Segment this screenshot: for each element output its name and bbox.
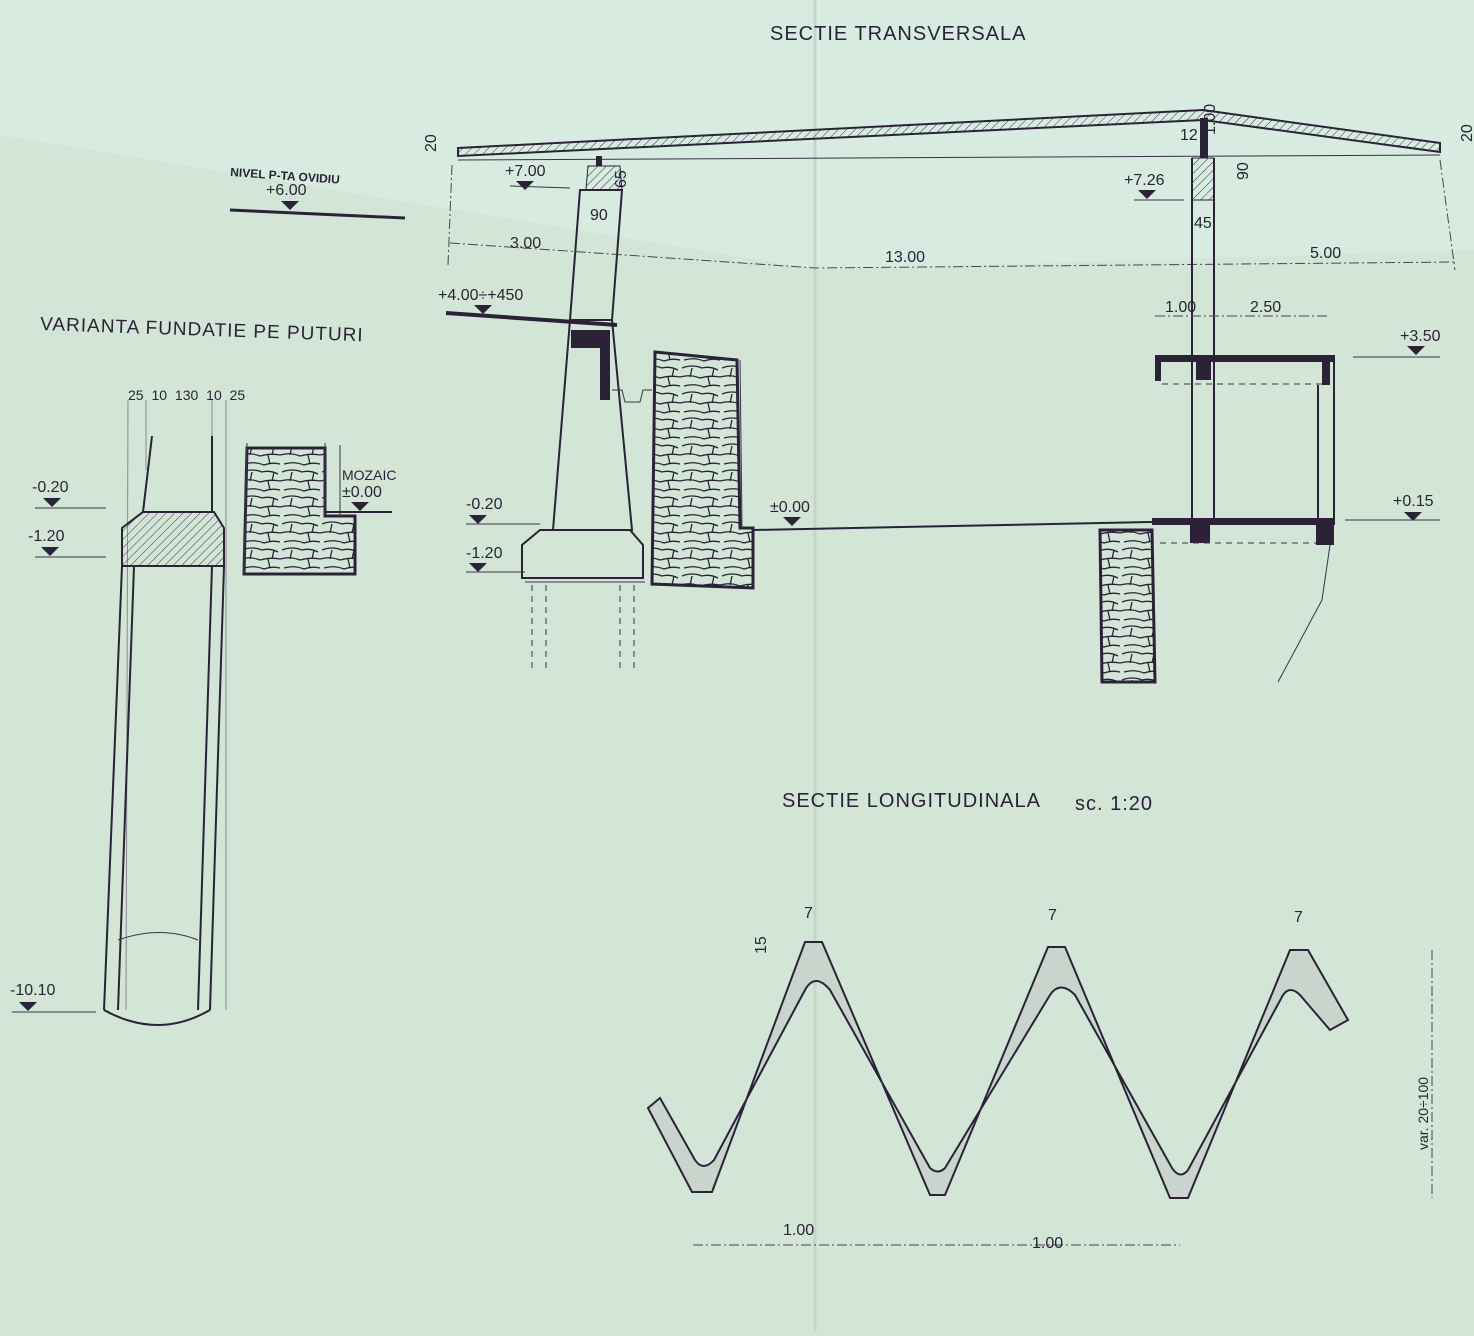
pile-foundation-variant: VARIANTA FUNDATIE PE PUTURI 25 10 130 10… <box>10 314 396 1026</box>
dim-13-00: 13.00 <box>885 249 925 266</box>
dim-variable-height: var. 20÷100 <box>1415 1077 1431 1150</box>
dim-7-c: 7 <box>1294 909 1303 926</box>
dim-3-00: 3.00 <box>510 235 541 252</box>
balcony-level: +4.00÷+450 <box>438 287 523 304</box>
floor-slab-lower <box>1152 518 1335 525</box>
longitudinal-title: SECTIE LONGITUDINALA <box>782 790 1041 812</box>
dim-slab-right: 20 <box>1459 124 1474 142</box>
dim-15: 15 <box>753 936 770 954</box>
level-marker-icon <box>281 201 299 210</box>
dim-5-00: 5.00 <box>1310 245 1341 262</box>
right-stone-wall <box>1098 528 1157 684</box>
left-level-minus-020: -0.20 <box>466 496 503 513</box>
dim-1-00-vertical: 1.00 <box>1202 104 1219 135</box>
pile-cap <box>121 511 225 567</box>
transverse-section: SECTIE TRANSVERSALA 20 20 NIVEL P-TA OVI… <box>229 23 1474 684</box>
left-roof-level: +7.00 <box>505 163 546 180</box>
roof-underside-line <box>457 154 1441 161</box>
transverse-title: SECTIE TRANSVERSALA <box>770 23 1026 45</box>
dim-45: 45 <box>1194 215 1212 232</box>
balcony-slab <box>445 311 618 327</box>
corrugated-shell-profile <box>646 941 1350 1199</box>
scale-label: sc. 1:20 <box>1075 793 1153 815</box>
dim-12: 12 <box>1180 127 1198 144</box>
pile-shaft <box>103 565 225 1011</box>
pile-top-dimensions: 25 10 130 10 25 <box>128 387 245 403</box>
mosaic-label: MOZAIC <box>342 467 396 483</box>
pile-variant-title: VARIANTA FUNDATIE PE PUTURI <box>40 314 364 346</box>
dim-2-50: 2.50 <box>1250 299 1281 316</box>
mosaic-level: ±0.00 <box>342 484 382 501</box>
right-column <box>1191 158 1215 520</box>
piles-dashed <box>531 585 635 668</box>
ground-level: ±0.00 <box>770 499 810 516</box>
stone-retaining-wall <box>650 350 755 590</box>
dim-slab-left: 20 <box>423 134 440 152</box>
dim-65: 65 <box>613 170 630 188</box>
pile-level-bottom: -10.10 <box>10 982 55 999</box>
roof-slab <box>457 108 1441 158</box>
dim-7-a: 7 <box>804 905 813 922</box>
dim-1-00-horizontal: 1.00 <box>1165 299 1196 316</box>
ground-line <box>752 521 1153 531</box>
square-level-line <box>229 208 406 220</box>
right-floor-level: +3.50 <box>1400 328 1441 345</box>
floor-slab-upper <box>1155 355 1335 362</box>
dim-1-00-b: 1.00 <box>1032 1235 1063 1252</box>
pile-level-minus-120: -1.20 <box>28 528 65 545</box>
dim-1-00-a: 1.00 <box>783 1222 814 1239</box>
square-level: +6.00 <box>266 182 307 199</box>
dim-90-right: 90 <box>1235 162 1252 180</box>
dim-90-left: 90 <box>590 207 608 224</box>
column-connector <box>596 156 602 166</box>
dim-7-b: 7 <box>1048 907 1057 924</box>
left-footing <box>521 529 644 579</box>
pile-level-minus-020: -0.20 <box>32 479 69 496</box>
left-level-minus-120: -1.20 <box>466 545 503 562</box>
right-roof-level: +7.26 <box>1124 172 1165 189</box>
dimension-line <box>449 242 1456 269</box>
left-column-base <box>551 319 634 531</box>
right-base-level: +0.15 <box>1393 493 1434 510</box>
longitudinal-section: SECTIE LONGITUDINALA sc. 1:20 7 7 7 15 1… <box>646 790 1433 1252</box>
